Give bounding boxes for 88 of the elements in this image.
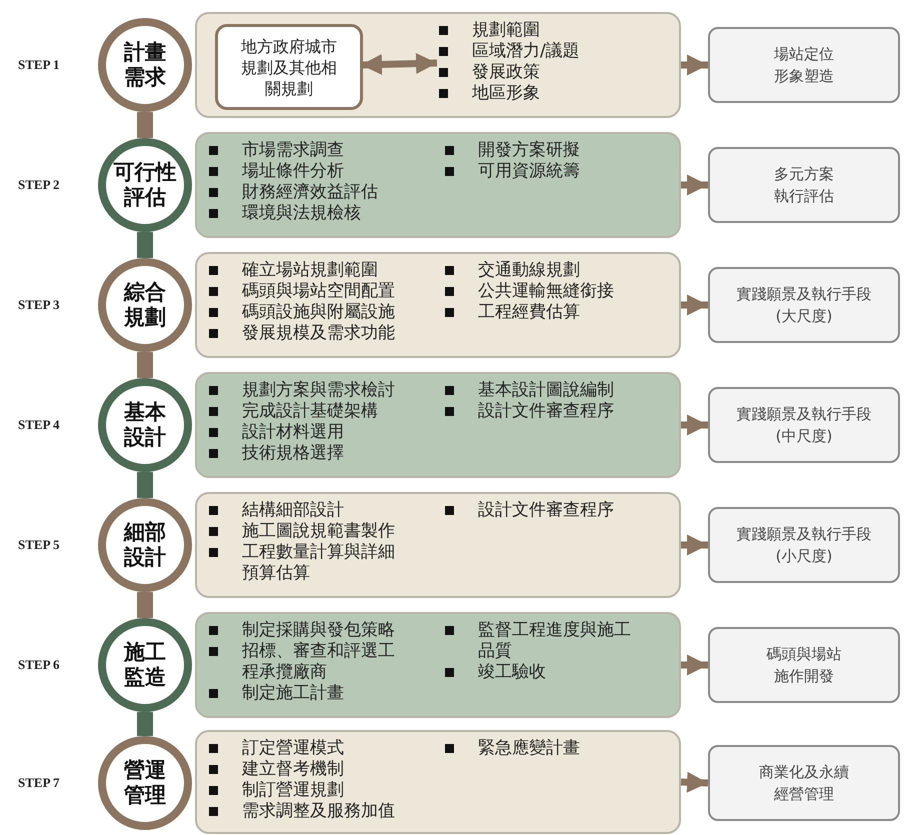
connector-band [137,352,153,378]
bullet-item: 緊急應變計畫 [478,738,581,759]
result-box [708,27,900,103]
bullet-item: 監督工程進度與施工品質 [478,620,632,662]
result-box [708,147,900,223]
step-label: STEP 7 [18,775,60,791]
box-text: 地方政府城市規劃及其他相關規劃 [240,36,338,98]
bullet-item: 規劃方案與需求檢討 [242,380,396,401]
bullet-item: 財務經濟效益評估 [242,182,379,203]
result-text: 場站定位形象塑造 [773,44,835,87]
bullet-item: 施工圖說規範書製作 [242,521,396,542]
bullet-item: 環境與法規檢核 [242,203,362,224]
bullet-item: 制訂營運規劃 [242,780,345,801]
step-label: STEP 5 [18,537,60,553]
bullet-item: 建立督考機制 [242,759,345,780]
bullet-item: 招標、審查和評選工程承攬廠商 [242,641,396,683]
connector-band [137,592,153,618]
result-text: 實踐願景及執行手段(小尺度) [736,524,872,567]
bullet-item: 公共運輸無縫銜接 [478,281,615,302]
step-title: 施工監造 [122,640,167,690]
arrow [681,414,708,436]
result-text: 商業化及永續經營管理 [758,762,850,805]
result-box [708,627,900,703]
step-label: STEP 3 [18,297,60,313]
bullet-item: 竣工驗收 [478,662,547,683]
bullet-item: 碼頭設施與附屬設施 [242,302,396,323]
step-title: 綜合規劃 [122,280,167,330]
arrow [681,294,708,316]
result-text: 實踐願景及執行手段(中尺度) [736,404,872,447]
bullet-item: 碼頭與場站空間配置 [242,281,396,302]
step-box [195,12,681,118]
bullet-item: 可用資源統籌 [478,161,581,182]
connector-band [137,112,153,138]
result-text: 多元方案執行評估 [773,164,835,207]
step-title: 可行性評估 [112,160,178,210]
result-text: 碼頭與場站施作開發 [766,644,842,687]
bullet-item: 工程經費估算 [478,302,581,323]
connector-band [137,232,153,258]
connector-band [137,472,153,498]
step-title: 營運管理 [123,758,167,808]
bullet-item: 發展政策 [472,62,541,83]
result-box [708,745,900,821]
step-label: STEP 1 [18,57,60,73]
plan-box [215,24,363,110]
bullet-item: 交通動線規劃 [478,260,581,281]
result-box [708,507,900,583]
bullet-item: 市場需求調查 [242,140,345,161]
result-box [708,267,900,343]
step-box [195,132,681,238]
bullet-item: 制定採購與發包策略 [242,620,396,641]
bullet-item: 發展規模及需求功能 [242,323,396,344]
arrow [681,54,708,76]
arrow [680,772,708,793]
arrow [360,53,438,75]
bullet-item: 設計材料選用 [242,422,345,443]
bullet-item: 制定施工計畫 [242,683,345,704]
bullet-item: 結構細部設計 [242,500,345,521]
step-title: 計畫需求 [122,40,167,90]
bullet-item: 技術規格選擇 [242,443,345,464]
bullet-item: 工程數量計算與詳細預算估算 [242,542,396,584]
bullet-item: 需求調整及服務加值 [242,801,396,822]
result-box [708,387,900,463]
bullet-item: 完成設計基礎架構 [242,401,379,422]
result-text: 實踐願景及執行手段(大尺度) [736,284,872,327]
bullet-item: 場址條件分析 [242,161,345,182]
step-box [195,252,681,358]
bullet-item: 基本設計圖說編制 [478,380,615,401]
step-label: STEP 4 [18,417,60,433]
step-box [195,492,681,598]
bullet-item: 區域潛力/議題 [472,41,581,62]
step-box [195,372,681,478]
step-label: STEP 6 [18,657,60,673]
arrow [681,534,708,556]
step-title: 細部設計 [122,520,167,570]
bullet-item: 訂定營運模式 [242,738,345,759]
bullet-item: 設計文件審查程序 [478,401,615,422]
bullet-item: 確立場站規劃範圍 [242,260,379,281]
arrow [681,654,708,676]
step-box [195,730,681,834]
step-box [195,612,681,718]
bullet-item: 開發方案研擬 [478,140,581,161]
bullet-item: 設計文件審查程序 [478,500,615,521]
connector-band [137,712,153,736]
bullet-item: 規劃範圍 [472,20,541,41]
step-label: STEP 2 [18,177,60,193]
arrow [681,174,708,196]
step-title: 基本設計 [122,400,167,450]
bullet-item: 地區形象 [472,83,541,104]
